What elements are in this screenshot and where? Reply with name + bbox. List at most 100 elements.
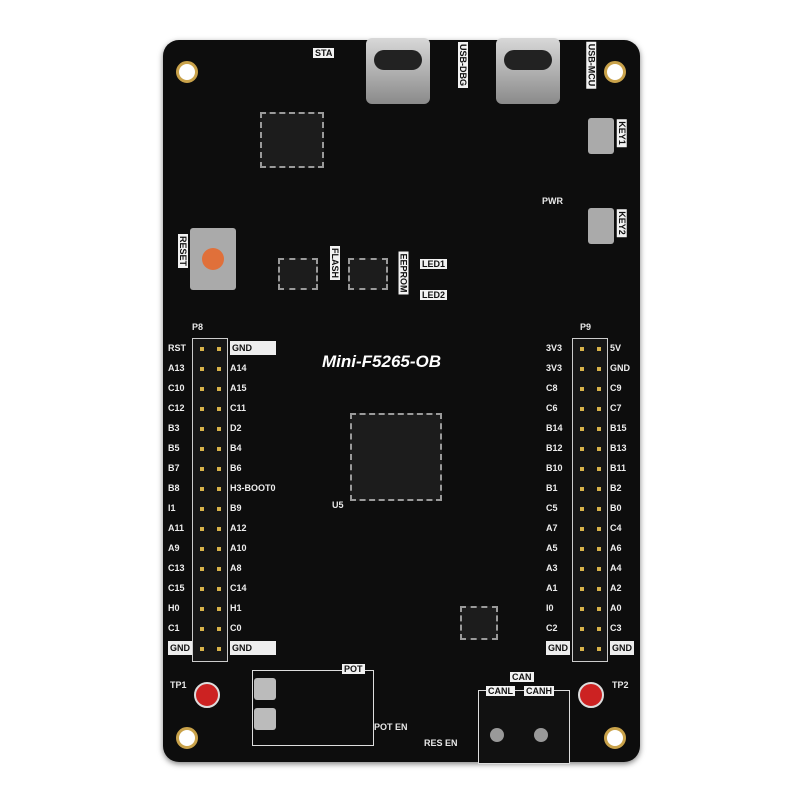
pin-label: 3V3 xyxy=(546,363,563,373)
pin-label: A11 xyxy=(168,523,185,533)
pwr-label: PWR xyxy=(542,196,563,206)
can-screw-l[interactable] xyxy=(490,728,504,742)
canh-label: CANH xyxy=(524,686,554,696)
pin-pair[interactable] xyxy=(573,579,607,599)
pin-label: GND xyxy=(546,641,570,655)
pin-pair[interactable] xyxy=(193,359,227,379)
reset-button[interactable] xyxy=(190,228,236,290)
flash-label: FLASH xyxy=(330,246,340,280)
pin-label: A7 xyxy=(546,523,558,533)
pin-pair[interactable] xyxy=(193,459,227,479)
pin-label: 5V xyxy=(610,343,622,353)
pin-pair[interactable] xyxy=(193,399,227,419)
led2-label: LED2 xyxy=(420,290,448,300)
pin-header-p8[interactable] xyxy=(192,338,228,662)
pin-pair[interactable] xyxy=(193,579,227,599)
pin-label: A5 xyxy=(546,543,558,553)
pin-label: GND xyxy=(230,341,276,355)
pin-pair[interactable] xyxy=(573,419,607,439)
pot-label: POT xyxy=(342,664,365,674)
pin-label: C14 xyxy=(230,583,247,593)
pin-pair[interactable] xyxy=(573,599,607,619)
can-screw-h[interactable] xyxy=(534,728,548,742)
can-transceiver-chip xyxy=(460,606,498,640)
pin-pair[interactable] xyxy=(573,359,607,379)
pin-label: B0 xyxy=(610,503,622,513)
test-point-tp1[interactable] xyxy=(194,682,220,708)
pin-pair[interactable] xyxy=(193,379,227,399)
key2-button[interactable] xyxy=(588,208,614,244)
pin-pair[interactable] xyxy=(573,479,607,499)
pin-pair[interactable] xyxy=(573,379,607,399)
pin-label: B6 xyxy=(230,463,242,473)
pin-pair[interactable] xyxy=(193,439,227,459)
potentiometer-1[interactable] xyxy=(254,708,276,730)
mounting-hole xyxy=(176,727,198,749)
pin-label: C5 xyxy=(546,503,558,513)
pin-label: A8 xyxy=(230,563,242,573)
pin-pair[interactable] xyxy=(193,499,227,519)
main-mcu-chip xyxy=(350,413,442,501)
test-point-tp2[interactable] xyxy=(578,682,604,708)
pin-label: A2 xyxy=(610,583,622,593)
key1-button[interactable] xyxy=(588,118,614,154)
pin-pair[interactable] xyxy=(573,459,607,479)
pin-pair[interactable] xyxy=(193,519,227,539)
pin-label: C0 xyxy=(230,623,242,633)
pin-pair[interactable] xyxy=(573,399,607,419)
pin-label: GND xyxy=(168,641,192,655)
pin-label: B8 xyxy=(168,483,180,493)
pin-pair[interactable] xyxy=(573,519,607,539)
pin-pair[interactable] xyxy=(193,559,227,579)
pin-label: C7 xyxy=(610,403,622,413)
pin-pair[interactable] xyxy=(193,479,227,499)
usb-c-port-debug[interactable] xyxy=(366,38,430,104)
pin-pair[interactable] xyxy=(193,599,227,619)
mounting-hole xyxy=(176,61,198,83)
pin-pair[interactable] xyxy=(193,539,227,559)
pin-label: B10 xyxy=(546,463,563,473)
pin-pair[interactable] xyxy=(193,339,227,359)
pin-header-p9[interactable] xyxy=(572,338,608,662)
can-label: CAN xyxy=(510,672,534,682)
pin-label: C1 xyxy=(168,623,180,633)
pin-pair[interactable] xyxy=(193,419,227,439)
p9-label: P9 xyxy=(580,322,592,332)
eeprom-chip xyxy=(348,258,388,290)
pin-label: RST xyxy=(168,343,186,353)
pin-pair[interactable] xyxy=(193,619,227,639)
usb-c-port-mcu[interactable] xyxy=(496,38,560,104)
pin-label: C10 xyxy=(168,383,185,393)
pin-pair[interactable] xyxy=(193,639,227,659)
pin-pair[interactable] xyxy=(573,559,607,579)
pin-label: I1 xyxy=(168,503,176,513)
pin-label: H1 xyxy=(230,603,242,613)
pin-label: C6 xyxy=(546,403,558,413)
reset-label: RESET xyxy=(178,233,189,269)
pin-pair[interactable] xyxy=(573,499,607,519)
pin-label: GND xyxy=(610,363,630,373)
led1-label: LED1 xyxy=(420,259,448,269)
pin-pair[interactable] xyxy=(573,539,607,559)
pin-label: C8 xyxy=(546,383,558,393)
pin-label: B15 xyxy=(610,423,627,433)
pin-pair[interactable] xyxy=(573,339,607,359)
key2-label: KEY2 xyxy=(616,209,627,237)
pin-pair[interactable] xyxy=(573,439,607,459)
pin-label: B12 xyxy=(546,443,563,453)
pin-label: B13 xyxy=(610,443,627,453)
pin-label: B9 xyxy=(230,503,242,513)
p8-label: P8 xyxy=(192,322,204,332)
pin-label: B2 xyxy=(610,483,622,493)
pin-label: A9 xyxy=(168,543,180,553)
pin-label: B5 xyxy=(168,443,180,453)
potentiometer-2[interactable] xyxy=(254,678,276,700)
pin-pair[interactable] xyxy=(573,639,607,659)
pin-label: C2 xyxy=(546,623,558,633)
can-terminal-block[interactable] xyxy=(478,690,570,764)
board-title: Mini-F5265-OB xyxy=(322,352,442,371)
canl-label: CANL xyxy=(486,686,515,696)
pin-pair[interactable] xyxy=(573,619,607,639)
